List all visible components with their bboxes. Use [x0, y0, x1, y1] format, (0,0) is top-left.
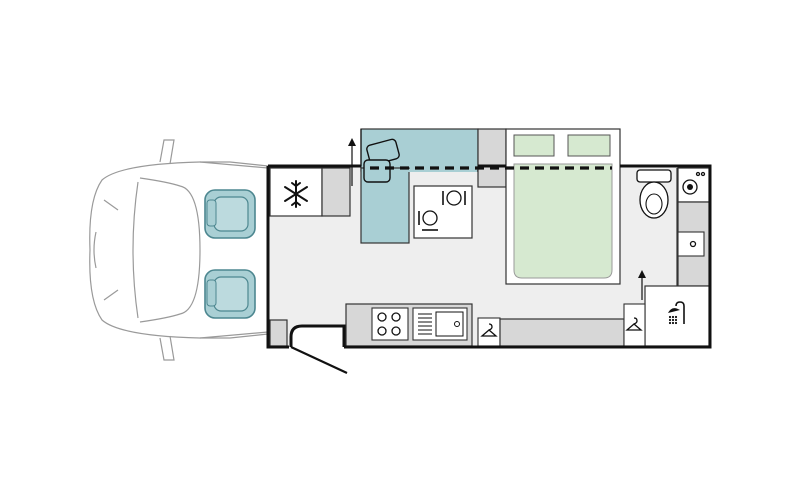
shower-icon	[668, 301, 685, 325]
sink-drainer-icon	[418, 311, 464, 337]
rear-cupboard	[499, 318, 625, 347]
forward-arrow-icon	[638, 270, 646, 300]
toilet	[636, 169, 672, 219]
plate-cutlery-icon	[418, 190, 466, 231]
forward-arrow-icon	[348, 138, 356, 186]
wardrobe	[477, 317, 501, 347]
hob-burners-icon	[377, 312, 401, 336]
kitchen-sink	[412, 307, 468, 341]
driver-seat	[204, 189, 256, 239]
double-bed	[505, 128, 621, 285]
hanger-icon	[625, 317, 643, 331]
step-cupboard	[269, 319, 288, 347]
fridge-side-cupboard	[321, 167, 351, 217]
dinette-side-unit	[477, 128, 507, 188]
kitchen-hob	[371, 307, 409, 341]
dinette	[360, 128, 479, 244]
dining-table	[413, 185, 473, 239]
fridge	[269, 167, 323, 217]
wardrobe-rear	[623, 303, 646, 347]
washbasin	[677, 201, 710, 287]
hanger-icon	[480, 323, 498, 337]
shower	[644, 285, 710, 347]
entrance-door	[289, 324, 348, 374]
passenger-seat	[204, 269, 256, 319]
snowflake-icon	[284, 180, 308, 208]
cab-outline	[89, 139, 269, 361]
washing-unit	[677, 167, 710, 203]
habitation-walls	[266, 164, 712, 349]
dinette-swivel-seat	[363, 138, 400, 183]
